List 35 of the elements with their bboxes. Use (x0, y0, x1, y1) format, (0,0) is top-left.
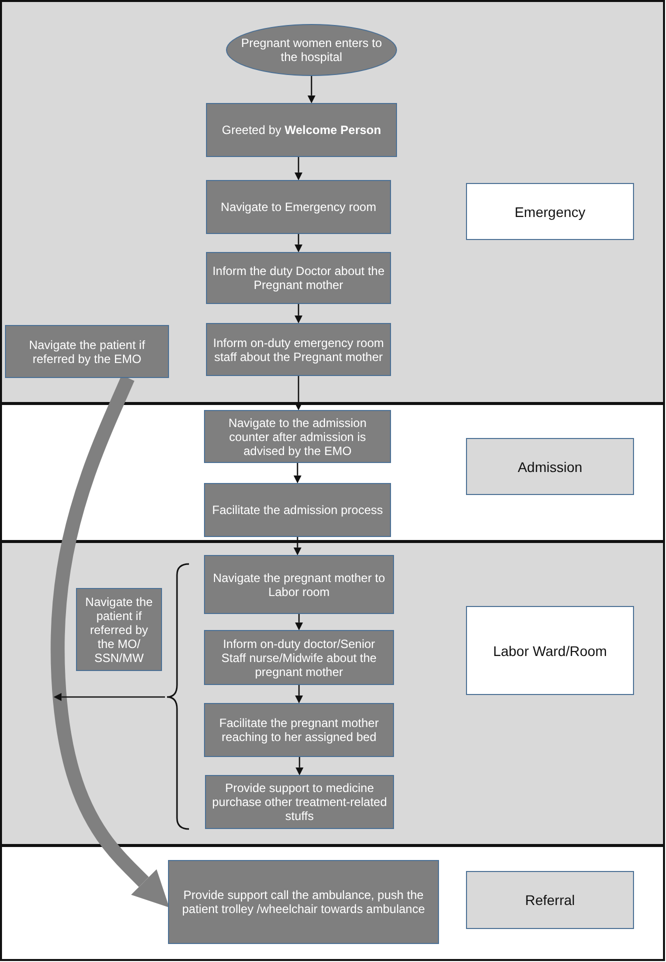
process-box: Facilitate the pregnant mother reaching to her assigned bed (204, 703, 394, 757)
process-box: Facilitate the admission process (204, 483, 391, 537)
process-box: Navigate to the admission counter after admission is advised by the EMO (204, 410, 391, 463)
arrow (308, 76, 316, 104)
process-box: Inform on-duty doctor/Senior Staff nurse/Midwife about the pregnant mother (204, 630, 394, 685)
process-box: Navigate to Emergency room (206, 180, 391, 234)
swimlane-band (0, 541, 665, 846)
arrow (295, 685, 303, 704)
arrow (294, 304, 302, 324)
process-box: Provide support to medicine purchase other treatment-related stuffs (205, 775, 394, 829)
swimlane-band (0, 0, 665, 404)
arrow (294, 537, 302, 556)
arrow (294, 463, 302, 484)
arrow (294, 157, 302, 180)
swimlane-band (0, 845, 665, 961)
lane-label-box: Admission (466, 438, 634, 495)
arrow (295, 614, 303, 630)
curved-block-arrow (50, 375, 170, 908)
process-box: Provide support call the ambulance, push the patient trolley /wheelchair towards ambulance (168, 860, 439, 944)
lane-label-box: Labor Ward/Room (466, 606, 634, 695)
process-box: Greeted by Welcome Person (206, 103, 397, 157)
bracket (165, 563, 191, 830)
lane-label-box: Referral (466, 871, 634, 929)
start-ellipse: Pregnant women enters to the hospital (226, 24, 397, 76)
process-box: Navigate the patient if referred by the MO/ SSN/MW (76, 588, 162, 671)
arrow (296, 757, 304, 776)
process-box: Navigate the pregnant mother to Labor room (204, 555, 394, 614)
process-box: Inform on-duty emergency room staff about the Pregnant mother (206, 323, 391, 376)
swimlane-band (0, 403, 665, 542)
arrow (294, 234, 302, 252)
process-box: Navigate the patient if referred by the EMO (5, 325, 169, 378)
arrow (294, 376, 302, 410)
lane-label-box: Emergency (466, 183, 634, 240)
arrow (54, 693, 165, 701)
process-box: Inform the duty Doctor about the Pregnant mother (206, 252, 391, 304)
